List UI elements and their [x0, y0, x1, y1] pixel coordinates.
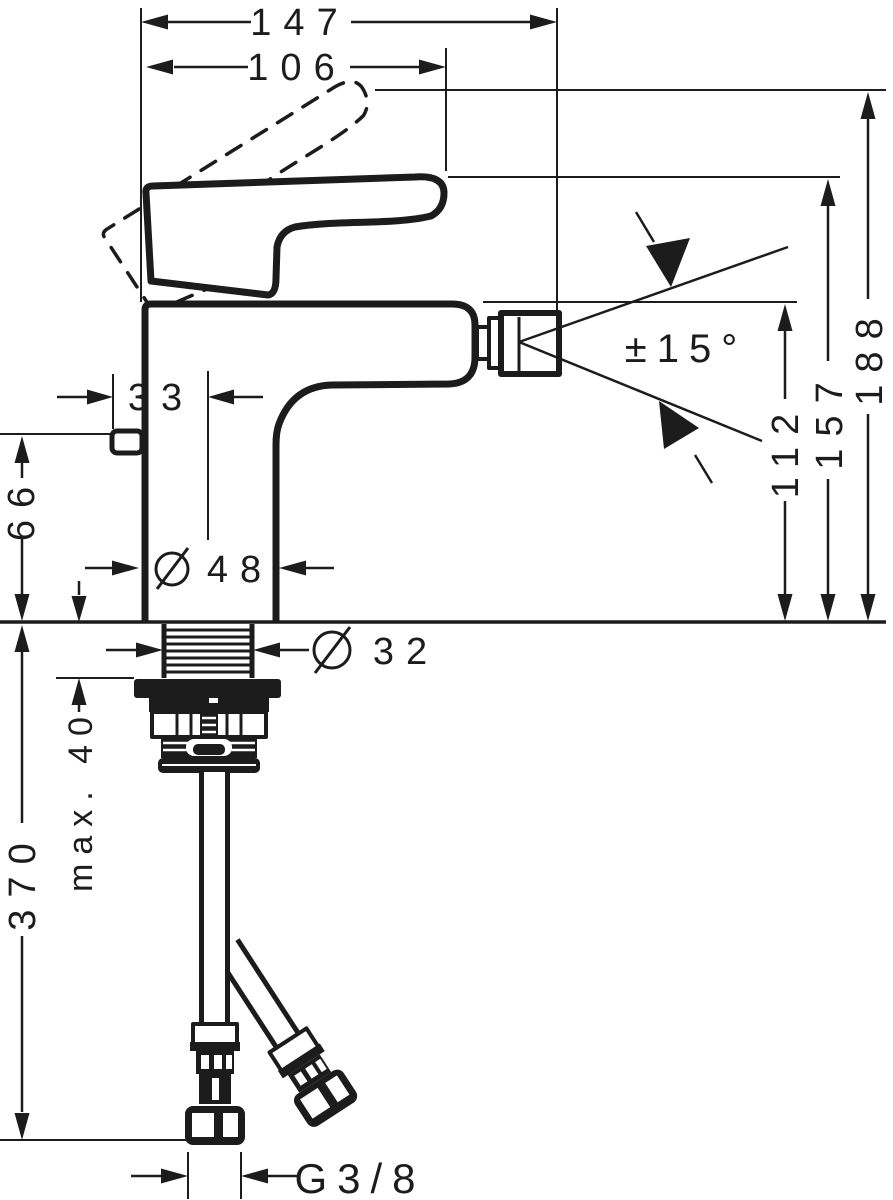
- arrow-right-icon: [530, 14, 557, 30]
- dim-total-width-value: 147: [250, 2, 349, 44]
- dim-clamp-thickness: max. 40: [56, 581, 134, 892]
- arrow-down-icon: [820, 594, 836, 621]
- dim-pin-height: 66: [0, 433, 113, 621]
- dim-shank-diameter: 32: [106, 626, 439, 674]
- dim-total-width: 147: [140, 2, 558, 311]
- mounting-nut: [149, 698, 269, 773]
- aerator: [475, 310, 562, 377]
- arrow-up-icon: [860, 92, 876, 119]
- dim-handle-height-value: 157: [809, 370, 851, 469]
- arrow-left-icon: [208, 389, 234, 405]
- pin-outline: [109, 428, 145, 456]
- arrow-up-icon: [14, 436, 30, 463]
- arrow-right-icon: [161, 1168, 188, 1184]
- arrow-left-icon: [141, 14, 168, 30]
- dim-body-diameter-value: 48: [207, 549, 273, 591]
- handle-outline: [142, 173, 448, 299]
- arrow-left-icon: [146, 59, 173, 75]
- dim-handle-height: 157: [809, 179, 851, 621]
- arrow-right-icon: [112, 560, 139, 576]
- dim-pin-offset: 33: [57, 371, 263, 540]
- arrow-up-icon: [71, 678, 87, 705]
- arrow-right-icon: [136, 642, 163, 658]
- arrow-rotate-icon: [646, 238, 690, 287]
- dim-max-height-value: 188: [849, 306, 891, 405]
- arrow-down-icon: [71, 596, 87, 622]
- dim-handle-reach: 106: [146, 47, 447, 171]
- dim-thread-value: G3/8: [294, 1155, 425, 1200]
- dim-thread: G3/8: [131, 1152, 425, 1200]
- arrow-down-icon: [860, 594, 876, 621]
- arrow-down-icon: [777, 594, 793, 621]
- dim-pin-offset-value: 33: [128, 377, 194, 419]
- diameter-icon: [312, 626, 352, 674]
- arrow-up-icon: [820, 179, 836, 206]
- dim-hose-length: 370: [0, 625, 188, 1141]
- dim-pin-height-value: 66: [1, 475, 43, 541]
- faucet-body-outline: [141, 300, 479, 624]
- dim-clamp-thickness-value: max. 40: [62, 708, 100, 892]
- dim-hose-length-value: 370: [2, 831, 44, 930]
- dim-shank-diameter-value: 32: [373, 631, 439, 673]
- swivel-angle-annotation: ±15°: [518, 211, 789, 484]
- diameter-icon: [154, 547, 190, 590]
- arrow-up-icon: [14, 625, 30, 652]
- arrow-right-icon: [419, 59, 446, 75]
- arrow-left-icon: [279, 560, 306, 576]
- arrow-left-icon: [253, 642, 280, 658]
- dim-spout-height-value: 112: [765, 402, 807, 499]
- threaded-shank: [161, 624, 255, 678]
- mounting-washer: [134, 679, 281, 698]
- dim-handle-reach-value: 106: [247, 47, 346, 89]
- arrow-rotate-icon: [659, 401, 699, 449]
- reference-lines: [375, 89, 886, 303]
- dim-body-diameter: 48: [85, 547, 334, 591]
- dim-spout-height: 112: [765, 304, 807, 621]
- arrow-right-icon: [87, 389, 113, 405]
- arrow-down-icon: [14, 1113, 30, 1140]
- swivel-angle-value: ±15°: [625, 327, 747, 371]
- arrow-left-icon: [241, 1168, 268, 1184]
- supply-hose-straight: [185, 772, 245, 1145]
- dim-max-height: 188: [849, 92, 891, 621]
- arrow-up-icon: [777, 304, 793, 331]
- arrow-down-icon: [14, 594, 30, 621]
